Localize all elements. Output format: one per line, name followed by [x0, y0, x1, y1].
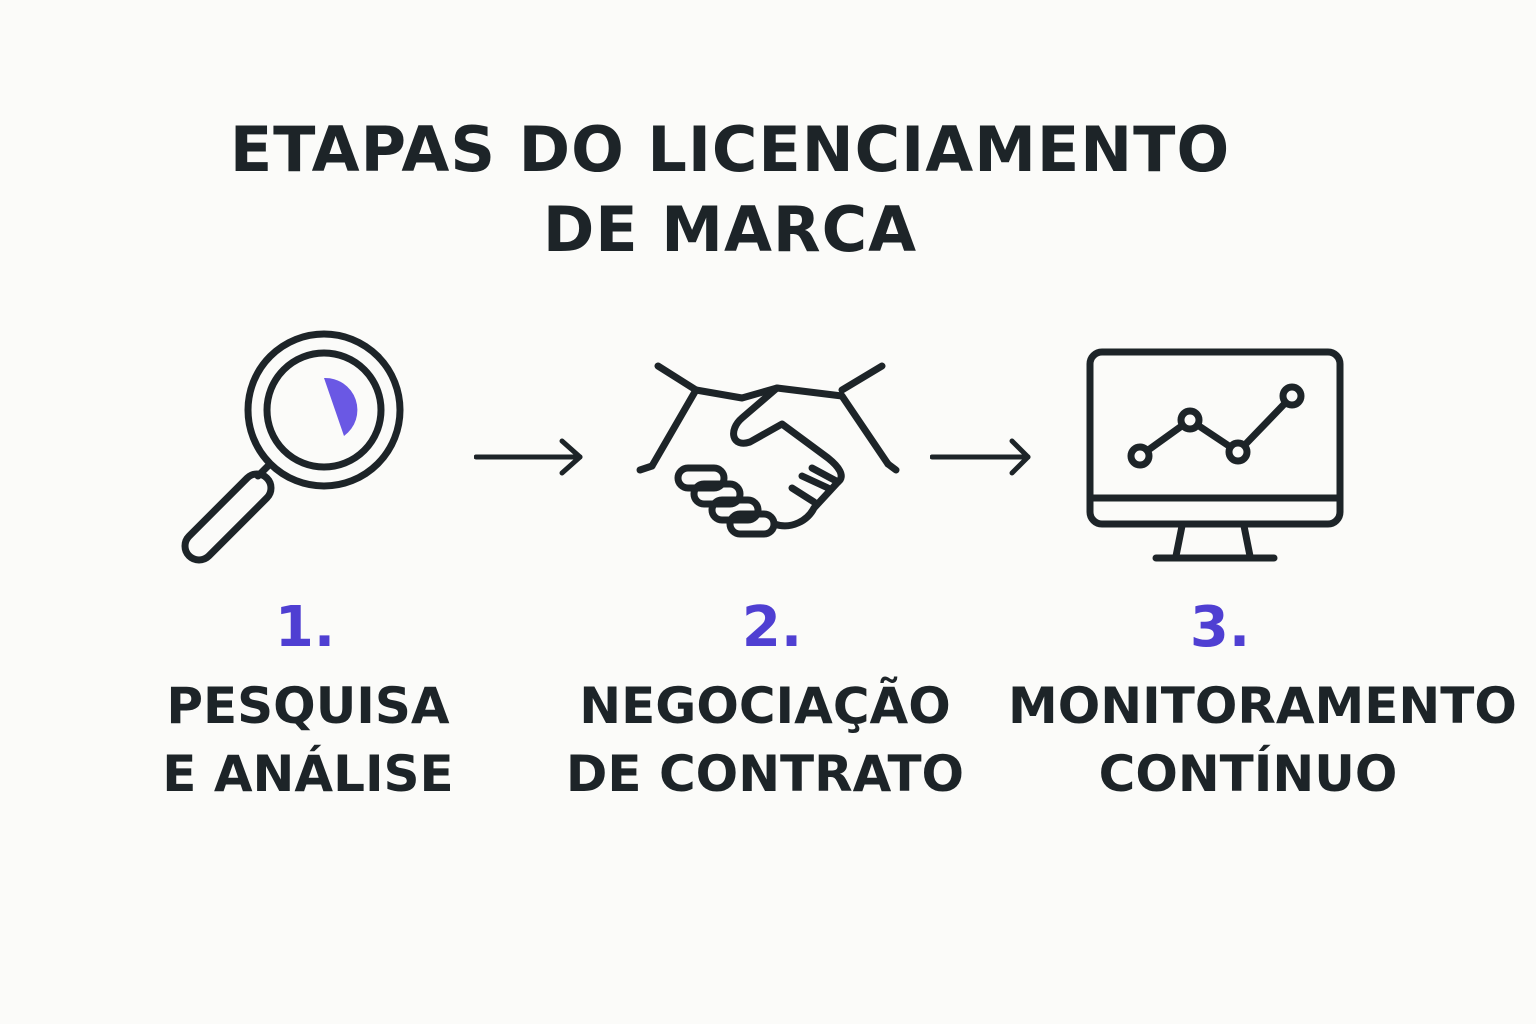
step-2-label-line-2: DE CONTRATO [565, 745, 965, 803]
step-3-label-line-1: MONITORAMENTO [1008, 677, 1517, 735]
handshake-icon [632, 358, 902, 548]
arrow-right-icon [473, 437, 586, 481]
step-3-number: 3. [1189, 595, 1251, 660]
title-line-1: ETAPAS DO LICENCIAMENTO [229, 113, 1231, 186]
arrow-right-icon [929, 437, 1042, 481]
step-2-number: 2. [741, 595, 803, 660]
step-3-label: MONITORAMENTO CONTÍNUO [1008, 672, 1517, 808]
step-2-label: NEGOCIAÇÃO DE CONTRATO [525, 672, 1005, 808]
step-1-number: 1. [274, 595, 336, 660]
magnifying-glass-icon [180, 330, 410, 570]
step-1-label-line-1: PESQUISA [166, 677, 450, 735]
step-2-label-line-1: NEGOCIAÇÃO [579, 677, 951, 735]
title-line-2: DE MARCA [542, 193, 918, 266]
monitor-chart-icon [1084, 346, 1348, 566]
diagram-title: ETAPAS DO LICENCIAMENTO DE MARCA [0, 110, 1460, 270]
step-1-label-line-2: E ANÁLISE [162, 745, 454, 803]
step-3-label-line-2: CONTÍNUO [1098, 745, 1398, 803]
step-1-label: PESQUISA E ANÁLISE [68, 672, 548, 808]
